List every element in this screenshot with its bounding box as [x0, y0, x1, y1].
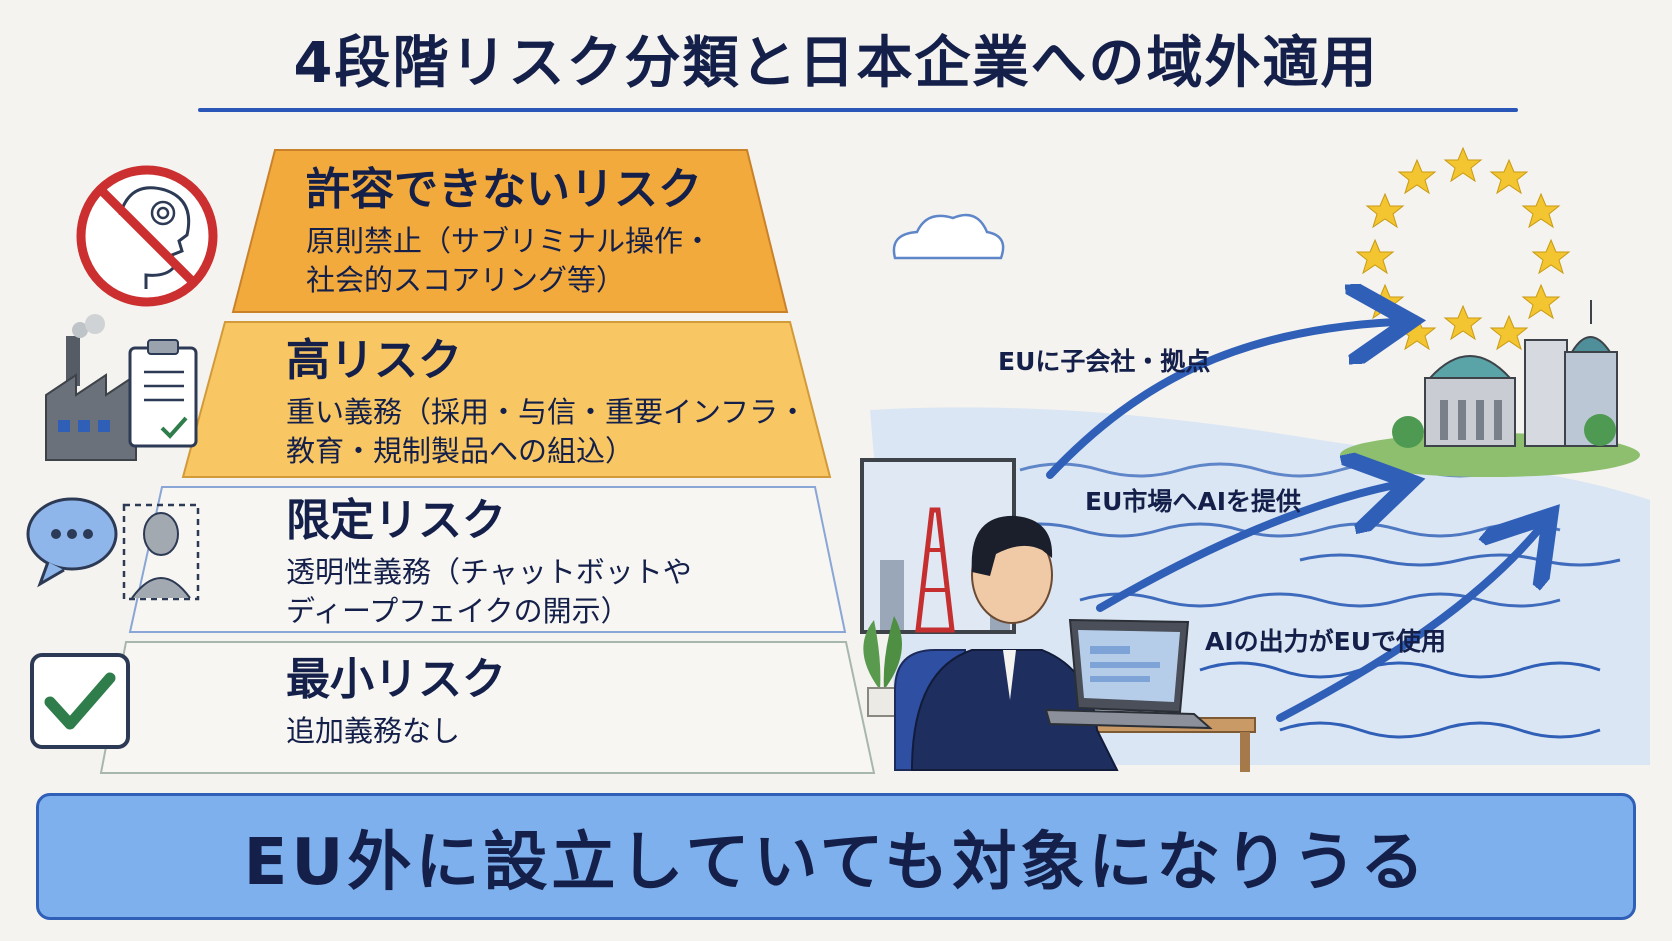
laptop-icon — [1044, 618, 1213, 730]
factory-checklist-icon — [45, 314, 198, 461]
chatbot-deepfake-icon — [26, 497, 200, 601]
tier-description-line: 追加義務なし — [286, 713, 461, 748]
tier-description: 原則禁止（サブリミナル操作・ 社会的スコアリング等） — [306, 222, 712, 300]
eu-buildings-icon — [1340, 300, 1640, 477]
tier-description-line: 重い義務（採用・与信・重要インフラ・ — [286, 394, 808, 429]
tier-description-line: ディープフェイクの開示） — [286, 593, 630, 628]
route-label-subsidiary: EUに子会社・拠点 — [998, 347, 1211, 376]
tier-description-line: 社会的スコアリング等） — [306, 262, 626, 297]
cloud-icon — [892, 213, 1005, 260]
route-label-output: AIの出力がEUで使用 — [1205, 627, 1447, 656]
tier-description: 重い義務（採用・与信・重要インフラ・ 教育・規制製品への組込） — [286, 393, 807, 471]
route-arrow-subsidiary — [1046, 322, 1395, 479]
route-arrow-output — [1276, 528, 1540, 722]
tier-description-line: 教育・規制製品への組込） — [286, 433, 635, 468]
tier-name: 許容できないリスク — [306, 164, 702, 215]
tier-description: 透明性義務（チャットボットや ディープフェイクの開示） — [286, 553, 692, 631]
tier-minimal: 最小リスク 追加義務なし — [286, 654, 506, 751]
tier-shape-unacceptable — [231, 149, 789, 313]
route-label-market: EU市場へAIを提供 — [1085, 487, 1302, 516]
businessman-icon — [910, 515, 1119, 771]
tier-name: 限定リスク — [286, 495, 506, 546]
tier-shape-limited — [128, 486, 847, 633]
tier-limited: 限定リスク 透明性義務（チャットボットや ディープフェイクの開示） — [286, 495, 692, 631]
tier-description: 追加義務なし — [286, 712, 506, 751]
route-arrow-market — [1096, 485, 1395, 612]
title-underline — [198, 108, 1518, 112]
page-title: 4段階リスク分類と日本企業への域外適用 — [293, 31, 1379, 96]
tier-description-line: 透明性義務（チャットボットや — [286, 554, 692, 589]
tier-name: 最小リスク — [286, 654, 506, 705]
conclusion-text: EU外に設立していても対象になりうる — [243, 825, 1429, 900]
tier-description-line: 原則禁止（サブリミナル操作・ — [306, 223, 713, 258]
conclusion-banner: EU外に設立していても対象になりうる — [36, 793, 1636, 920]
tier-name: 高リスク — [286, 335, 462, 386]
prohibited-manipulation-icon — [76, 165, 218, 307]
checkmark-icon — [30, 653, 130, 749]
tier-high: 高リスク 重い義務（採用・与信・重要インフラ・ 教育・規制製品への組込） — [286, 335, 807, 471]
tier-unacceptable: 許容できないリスク 原則禁止（サブリミナル操作・ 社会的スコアリング等） — [306, 164, 712, 300]
